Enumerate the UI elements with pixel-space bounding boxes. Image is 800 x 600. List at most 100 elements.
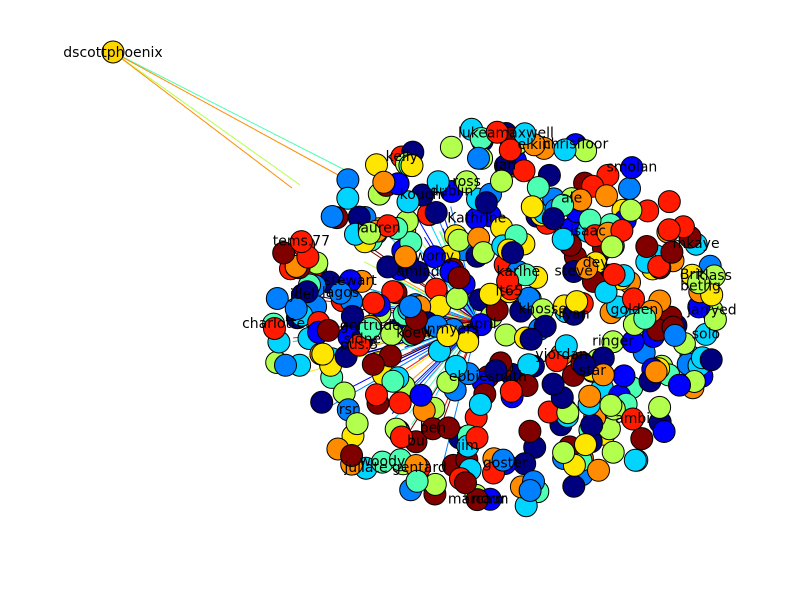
node-label: lukeamaxwell — [458, 126, 554, 142]
graph-node — [399, 295, 422, 319]
graph-node — [601, 440, 625, 464]
node-label: nmyers — [427, 322, 479, 338]
graph-node — [565, 290, 589, 314]
graph-node — [365, 383, 388, 407]
graph-node — [633, 306, 657, 330]
graph-node — [263, 317, 286, 340]
hub-edge — [112, 51, 301, 186]
node-label: tems.77 — [273, 234, 330, 250]
graph-node — [390, 425, 413, 449]
graph-node — [494, 323, 518, 347]
graph-node — [657, 190, 681, 214]
node-label: mkaye — [673, 236, 720, 252]
graph-node — [393, 245, 417, 269]
node-label: star — [579, 363, 606, 379]
graph-node — [406, 260, 430, 284]
graph-node — [347, 333, 371, 357]
graph-node — [622, 287, 645, 311]
node-label: gentard — [392, 460, 447, 476]
graph-node — [310, 390, 334, 414]
graph-node — [612, 364, 636, 388]
graph-node — [635, 235, 659, 258]
graph-node — [652, 420, 676, 443]
graph-node — [447, 266, 471, 290]
node-label: ambi — [615, 411, 650, 427]
graph-node — [274, 353, 297, 377]
hub-edge — [112, 51, 341, 177]
graph-node — [372, 170, 396, 194]
node-label: bethg — [680, 279, 721, 295]
node-label: lt65 — [495, 284, 522, 300]
graph-node — [388, 391, 412, 415]
graph-node — [358, 317, 382, 341]
node-label: goster — [483, 456, 528, 472]
graph-node — [518, 479, 542, 502]
graph-node — [381, 280, 405, 304]
graph-node — [602, 263, 626, 286]
graph-node — [437, 416, 460, 440]
graph-node — [485, 120, 509, 144]
node-label: elkin — [518, 137, 551, 153]
node-label: lagos — [322, 285, 359, 301]
node-label: kelly — [386, 149, 418, 165]
graph-node — [345, 412, 369, 436]
graph-node — [405, 469, 429, 493]
node-label: marcaur — [448, 492, 507, 508]
graph-node — [336, 186, 360, 210]
graph-node — [361, 352, 385, 376]
graph-node — [623, 448, 647, 472]
graph-node — [329, 281, 352, 305]
graph-node — [648, 395, 672, 419]
node-label: kouchi — [400, 187, 446, 203]
graph-node — [518, 419, 542, 443]
node-label: klass — [697, 268, 732, 284]
hub-node-label: dscottphoenix — [63, 45, 162, 61]
node-label: amiad — [396, 264, 440, 280]
graph-node — [644, 360, 668, 384]
node-label: sidne — [344, 331, 382, 347]
graph-node — [496, 269, 520, 293]
graph-node — [657, 218, 681, 242]
graph-node — [687, 271, 711, 295]
node-label: rsr — [339, 402, 358, 418]
graph-node — [455, 170, 479, 194]
graph-node — [445, 287, 469, 310]
hub-edge — [112, 51, 346, 171]
graph-node — [572, 353, 596, 377]
graph-node — [478, 282, 502, 306]
node-label: koew — [396, 326, 432, 342]
graph-node — [424, 201, 448, 224]
node-label: bu — [407, 434, 425, 450]
graph-node — [595, 184, 618, 208]
graph-node — [600, 235, 624, 259]
graph-node — [422, 245, 446, 269]
graph-node — [663, 323, 687, 347]
node-label: jdel — [289, 287, 315, 303]
node-label: april — [466, 317, 497, 333]
graph-node — [436, 324, 460, 348]
node-label: charlotte — [242, 316, 305, 332]
graph-node — [618, 177, 641, 200]
graph-node — [465, 488, 489, 512]
graph-node — [668, 373, 691, 397]
graph-node — [630, 427, 654, 451]
node-label: yjordan — [535, 347, 588, 363]
node-label: ross — [452, 174, 481, 190]
graph-node — [358, 221, 381, 245]
graph-node — [619, 198, 643, 222]
node-label: Kathrine — [447, 211, 506, 227]
graph-node — [578, 384, 602, 408]
graph-node — [575, 256, 599, 280]
graph-node — [587, 458, 610, 482]
node-label: worry — [415, 249, 455, 265]
node-label: ben — [420, 421, 446, 437]
graph-node — [490, 169, 513, 193]
node-label: jim — [456, 438, 478, 454]
graph-node — [340, 444, 364, 467]
node-label: dey — [583, 255, 609, 271]
node-label: gertrude — [340, 318, 401, 334]
node-label: smolan — [606, 160, 657, 176]
node-label: ale — [561, 191, 582, 207]
hub-edge — [112, 51, 293, 189]
